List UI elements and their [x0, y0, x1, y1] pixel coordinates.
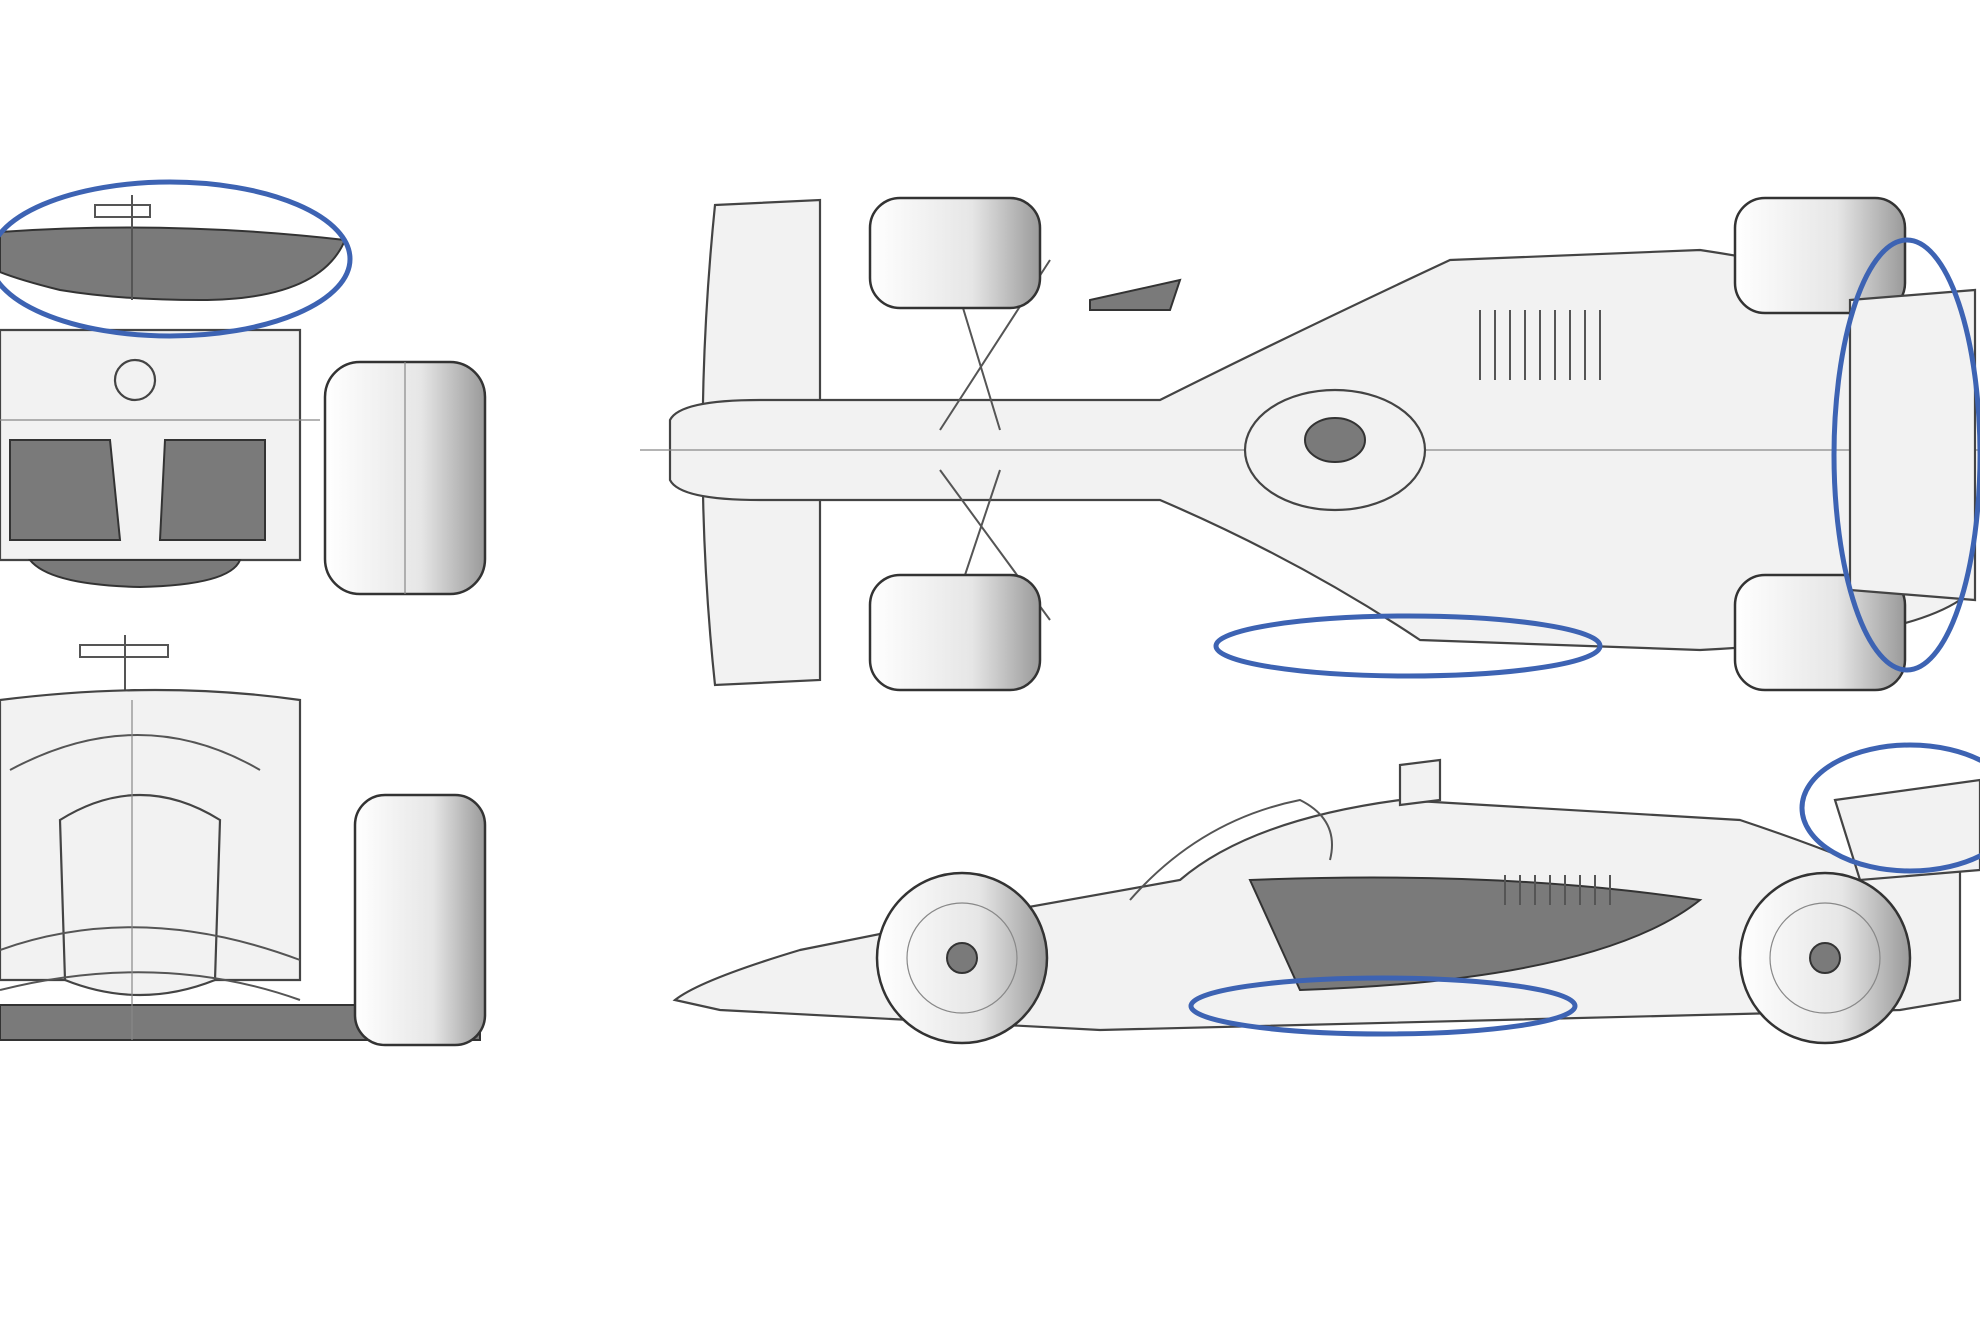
sidepod-vents	[1479, 310, 1601, 380]
rear-view	[0, 195, 487, 596]
side-view	[672, 758, 1980, 1045]
annotation-ellipse-rear-wing	[0, 179, 353, 339]
top-view	[640, 196, 1980, 692]
front-view	[0, 635, 487, 1047]
annotation-ellipse-floor-edge-side	[1188, 975, 1578, 1037]
annotation-ellipse-rear-wing-top	[1831, 237, 1980, 673]
side-vents	[1504, 875, 1611, 905]
annotation-ellipse-floor-edge-top	[1213, 613, 1603, 679]
annotation-ellipse-rear-wing-side	[1799, 742, 1980, 874]
annotations	[0, 179, 1980, 1037]
